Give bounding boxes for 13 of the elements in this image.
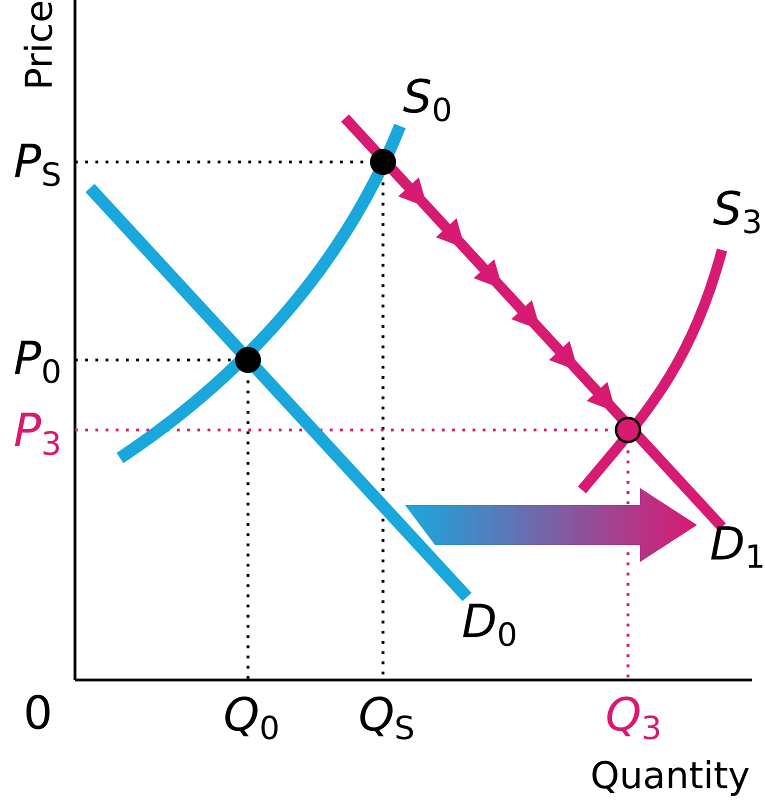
tick-label: Q$_{0}$ bbox=[225, 696, 278, 740]
curve-label: D$_{1}$ bbox=[711, 526, 762, 568]
axis-label: Quantity bbox=[592, 760, 749, 796]
curve-label: S$_{0}$ bbox=[403, 78, 450, 122]
curve-label: S$_{3}$ bbox=[713, 190, 760, 234]
tick-label: P$_{3}$ bbox=[14, 412, 59, 456]
axis-label: Price bbox=[24, 2, 52, 86]
tick-label: Q$_{S}$ bbox=[360, 696, 413, 740]
tick-label: Q$_{3}$ bbox=[607, 696, 660, 740]
tick-label: 0 bbox=[26, 694, 50, 730]
curve-label: D$_{0}$ bbox=[463, 604, 516, 646]
tick-label: P$_{0}$ bbox=[14, 340, 60, 384]
tick-label: P$_{S}$ bbox=[14, 144, 60, 186]
